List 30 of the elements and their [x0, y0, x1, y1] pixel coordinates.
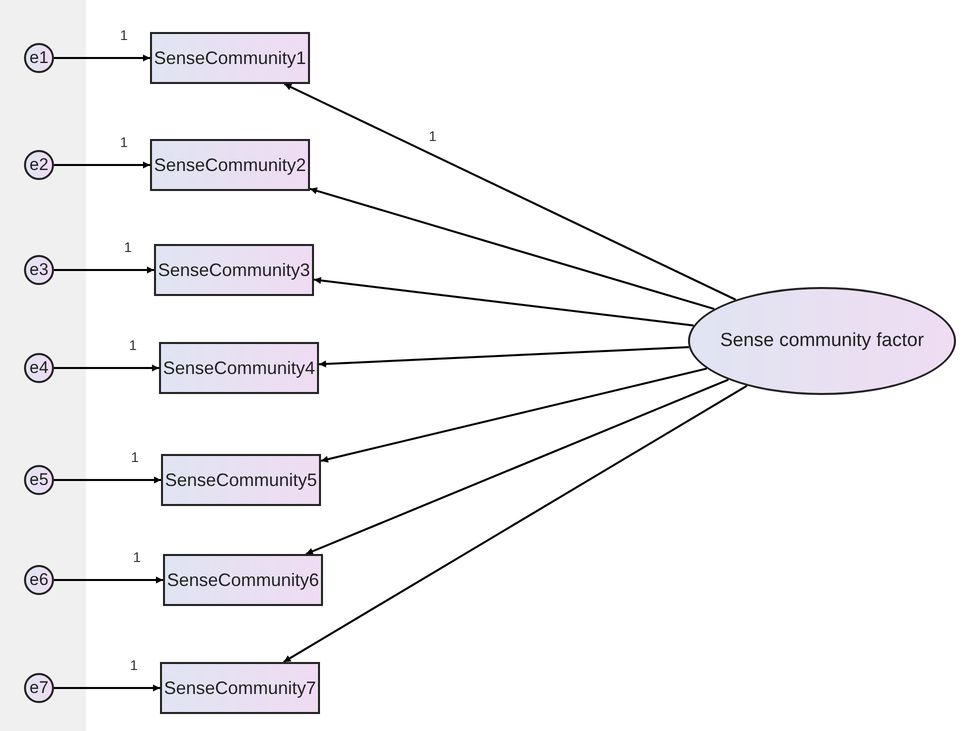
arrow — [54, 162, 150, 168]
edge-label: 1 — [428, 129, 437, 144]
observed-variable-box: SenseCommunity5 — [161, 454, 321, 506]
edge-label: 1 — [130, 658, 138, 672]
observed-variable-box: SenseCommunity1 — [150, 32, 310, 84]
edge-label: 1 — [133, 550, 141, 564]
latent-factor-ellipse: Sense community factor — [688, 287, 956, 395]
arrow — [54, 364, 159, 372]
edge-label: 1 — [120, 28, 128, 42]
arrow — [283, 384, 748, 663]
edge-label: 1 — [124, 240, 132, 254]
edge-label: 1 — [120, 135, 128, 149]
arrow — [318, 346, 689, 368]
arrow — [314, 277, 694, 326]
edge-label: 1 — [129, 338, 137, 352]
observed-variable-box: SenseCommunity6 — [163, 554, 323, 606]
arrow — [306, 378, 729, 555]
observed-variable-box: SenseCommunity4 — [159, 342, 319, 394]
edge-label: 1 — [131, 450, 139, 464]
arrow — [320, 368, 707, 463]
arrow — [54, 576, 163, 584]
arrow — [54, 476, 161, 484]
observed-variable-box: SenseCommunity2 — [150, 139, 310, 191]
arrow — [54, 684, 160, 692]
arrow — [284, 83, 736, 301]
arrow — [54, 54, 150, 62]
arrow — [54, 266, 154, 274]
observed-variable-box: SenseCommunity7 — [160, 662, 320, 714]
observed-variable-box: SenseCommunity3 — [154, 244, 314, 296]
arrow — [310, 187, 714, 310]
